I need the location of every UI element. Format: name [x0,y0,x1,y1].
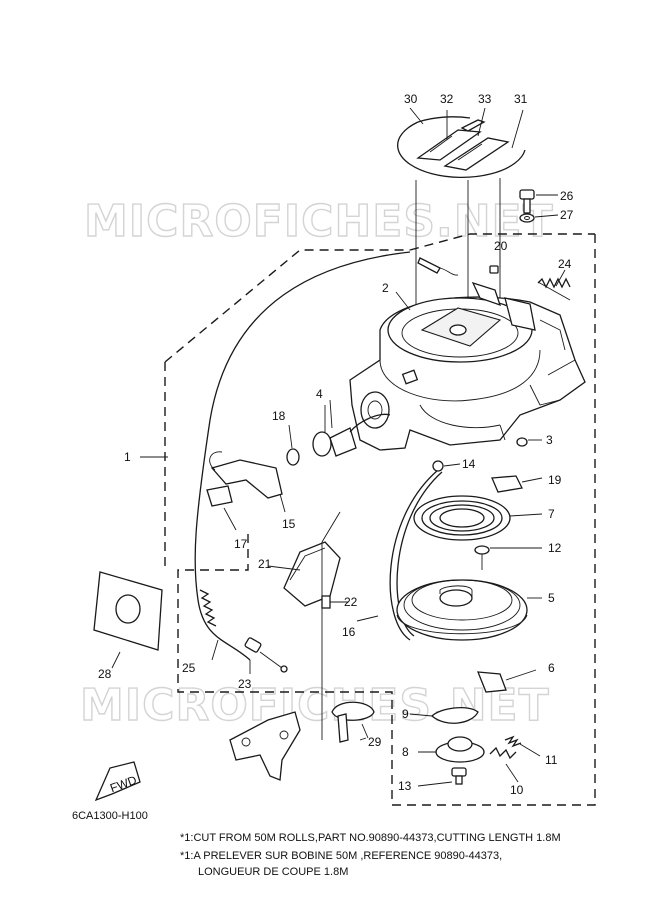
label-17: 17 [234,537,248,551]
friction-plate-parts [417,736,519,787]
recoil-spring [413,495,543,541]
label-15: 15 [282,517,296,531]
label-16: 16 [342,625,356,639]
diagram-code: 6CA1300-H100 [72,810,148,822]
label-33: 33 [478,92,492,106]
rope-end [349,413,391,433]
label-18: 18 [272,409,286,423]
assembly-boundary-lines [164,233,596,806]
note-line-3: LONGUEUR DE COUPE 1.8M [198,866,349,878]
label-4: 4 [316,387,323,401]
label-23: 23 [238,677,252,691]
label-5: 5 [548,591,555,605]
clip-and-pin [491,437,543,493]
label-25: 25 [182,661,196,675]
label-11: 11 [545,753,558,767]
label-2: 2 [382,281,389,295]
cable-bracket [229,711,301,781]
label-8: 8 [402,745,409,759]
label-26: 26 [560,189,574,203]
shift-cable [389,469,439,641]
bolt-and-washer [519,189,559,223]
fwd-arrow-icon: FWD [94,761,141,802]
label-14: 14 [462,457,476,471]
grommet-holder [93,571,163,669]
decal-set [397,116,526,179]
label-22: 22 [344,595,358,609]
label-9: 9 [402,707,409,721]
starter-rope [194,251,411,661]
label-1: 1 [124,450,131,464]
label-30: 30 [404,92,418,106]
hose-clip [331,701,375,743]
watermark-bottom: MICROFICHES.NET [80,680,550,731]
label-10: 10 [510,783,524,797]
stopper-parts [417,250,571,331]
cable-clamp [432,460,444,472]
shaft-screw [474,545,542,570]
note-line-2: *1:A PRELEVER SUR BOBINE 50M ,REFERENCE … [180,850,503,862]
label-27: 27 [560,208,574,222]
part-labels: 1 2 3 4 5 6 7 8 9 10 11 12 13 14 15 16 1… [98,92,574,797]
drive-pawl-parts [409,669,541,757]
plunger-bracket [283,511,348,740]
label-3: 3 [546,433,553,447]
label-32: 32 [440,92,454,106]
sheave-drum [396,579,542,641]
starter-case [349,296,586,451]
label-28: 28 [98,667,112,681]
note-line-1: *1:CUT FROM 50M ROLLS,PART NO.90890-4437… [180,832,561,844]
label-12: 12 [548,541,562,555]
watermark-top: MICROFICHES.NET [84,196,554,247]
handle-assembly [206,391,390,531]
label-29: 29 [368,735,382,749]
cable-end-parts [199,589,288,674]
label-21: 21 [258,557,272,571]
label-31: 31 [514,92,528,106]
label-24: 24 [558,257,572,271]
label-20: 20 [494,239,508,253]
label-7: 7 [548,507,555,521]
label-6: 6 [548,661,555,675]
label-19: 19 [548,473,562,487]
label-13: 13 [398,779,412,793]
leader-lines [140,291,461,741]
